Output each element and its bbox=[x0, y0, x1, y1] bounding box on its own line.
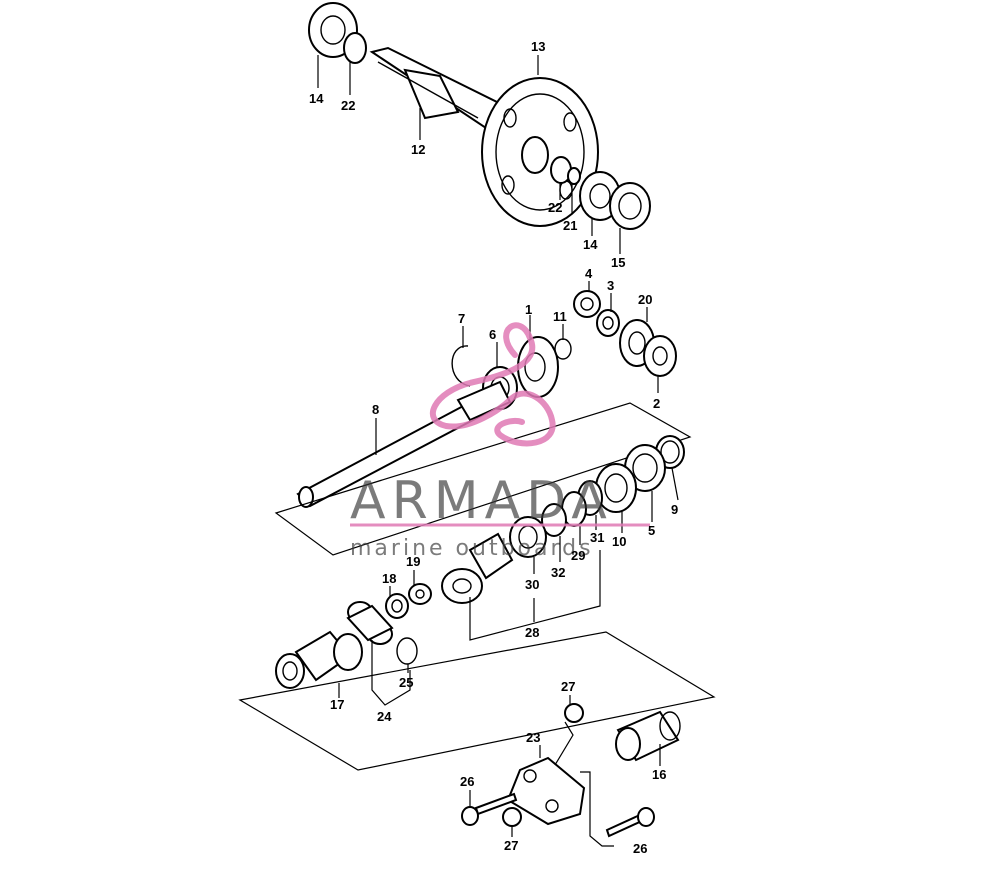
washer-21 bbox=[567, 167, 581, 185]
callout-27: 27 bbox=[504, 838, 518, 853]
seal-10 bbox=[595, 463, 637, 513]
callout-27: 27 bbox=[561, 679, 575, 694]
callout-5: 5 bbox=[648, 523, 655, 538]
drive-shaft-12 bbox=[369, 46, 507, 134]
callout-22: 22 bbox=[548, 200, 562, 215]
callout-17: 17 bbox=[330, 697, 344, 712]
callout-28: 28 bbox=[525, 625, 539, 640]
washer-19 bbox=[408, 583, 432, 605]
callout-29: 29 bbox=[571, 548, 585, 563]
callout-labels: 13 14 22 12 22 21 14 15 4 3 20 2 11 1 6 … bbox=[309, 39, 678, 856]
callout-3: 3 bbox=[607, 278, 614, 293]
nut-27-top bbox=[564, 703, 584, 723]
ring-22-top bbox=[343, 32, 367, 64]
bearing-race-15 bbox=[609, 182, 651, 230]
callout-21: 21 bbox=[563, 218, 577, 233]
ring-32 bbox=[541, 503, 567, 537]
watermark-brand: ARMADA bbox=[350, 471, 613, 531]
callout-12: 12 bbox=[411, 142, 425, 157]
callout-30: 30 bbox=[525, 577, 539, 592]
callout-8: 8 bbox=[372, 402, 379, 417]
callout-20: 20 bbox=[638, 292, 652, 307]
shim-2 bbox=[643, 335, 677, 377]
callout-4: 4 bbox=[585, 266, 593, 281]
callout-31: 31 bbox=[590, 530, 604, 545]
callout-14: 14 bbox=[309, 91, 324, 106]
callout-1: 1 bbox=[525, 302, 532, 317]
bevel-gear-1 bbox=[517, 336, 559, 398]
callout-13: 13 bbox=[531, 39, 545, 54]
bearing-cap-18 bbox=[385, 593, 409, 619]
nut-4 bbox=[573, 290, 601, 318]
callout-6: 6 bbox=[489, 327, 496, 342]
callout-25: 25 bbox=[399, 675, 413, 690]
callout-26: 26 bbox=[633, 841, 647, 856]
yoke-28 bbox=[441, 532, 514, 604]
callout-16: 16 bbox=[652, 767, 666, 782]
callout-22: 22 bbox=[341, 98, 355, 113]
watermark-tagline: marine outboards bbox=[350, 536, 594, 561]
cross-spider-24 bbox=[346, 601, 394, 645]
callout-24: 24 bbox=[377, 709, 392, 724]
bolt-26-right bbox=[605, 807, 655, 838]
nut-27-bottom bbox=[502, 807, 522, 827]
yoke-17 bbox=[275, 630, 363, 689]
callout-14: 14 bbox=[583, 237, 598, 252]
washer-3 bbox=[596, 309, 620, 337]
callout-11: 11 bbox=[553, 309, 567, 324]
callout-7: 7 bbox=[458, 311, 465, 326]
watermark-swirl-icon bbox=[430, 322, 556, 447]
callout-19: 19 bbox=[406, 554, 420, 569]
boot-16 bbox=[615, 710, 681, 762]
callout-18: 18 bbox=[382, 571, 396, 586]
callout-10: 10 bbox=[612, 534, 626, 549]
callout-15: 15 bbox=[611, 255, 625, 270]
callout-26: 26 bbox=[460, 774, 474, 789]
watermark-logo: ARMADA marine outboards bbox=[350, 322, 650, 561]
callout-2: 2 bbox=[653, 396, 660, 411]
bolt-26-left bbox=[461, 792, 518, 826]
callout-32: 32 bbox=[551, 565, 565, 580]
leader-lines bbox=[317, 55, 679, 847]
callout-9: 9 bbox=[671, 502, 678, 517]
circlip-25 bbox=[396, 637, 418, 665]
snap-ring-7 bbox=[451, 345, 471, 387]
callout-23: 23 bbox=[526, 730, 540, 745]
assembly-frame-low bbox=[238, 631, 716, 771]
large-gear-13 bbox=[481, 77, 599, 227]
